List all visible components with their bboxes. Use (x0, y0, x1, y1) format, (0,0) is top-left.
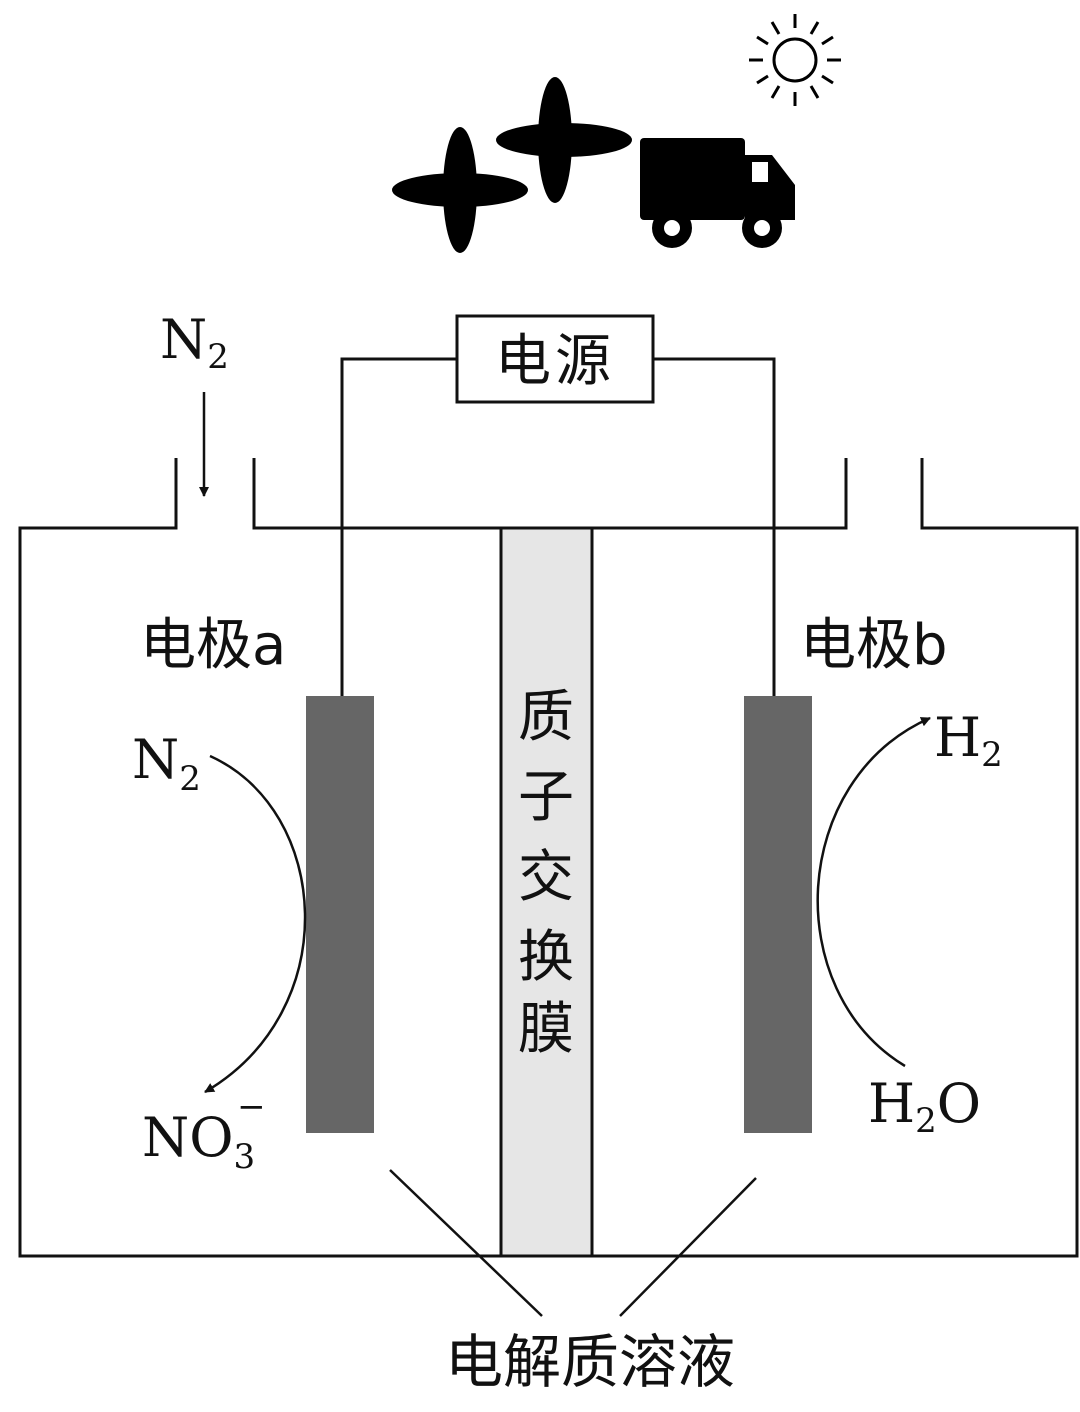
svg-text:膜: 膜 (518, 997, 574, 1062)
wire-left (340, 357, 457, 696)
power-source-box (455, 314, 655, 404)
electrode-a (306, 696, 374, 1133)
svg-text:交: 交 (518, 845, 574, 910)
svg-text:质: 质 (518, 685, 574, 750)
truck-icon (640, 138, 795, 248)
wire-right (653, 357, 776, 696)
membrane-label: 质 子 交 换 膜 (518, 685, 574, 1062)
proton-exchange-membrane (499, 526, 594, 1258)
water-reactant-label: H2O (868, 1072, 981, 1141)
reduction-arrow (816, 716, 931, 1068)
electrode-a-label: 电极a (140, 613, 286, 678)
n2-inlet-label: N2 (160, 308, 229, 377)
power-source-label: 电源 (495, 329, 615, 394)
h2-product-label: H2 (934, 706, 1003, 775)
electrolyte-pointer-right (619, 1177, 757, 1317)
electrolyte-pointer-left (389, 1169, 543, 1317)
n2-reactant-label: N2 (132, 728, 201, 799)
oxidation-arrow (204, 754, 307, 1094)
svg-text:子: 子 (518, 765, 574, 830)
nitrate-product-label: NO3− (142, 1087, 266, 1177)
electrolyte-label: 电解质溶液 (445, 1328, 735, 1396)
wind-turbine-icon (392, 127, 528, 253)
svg-text:换: 换 (518, 925, 574, 990)
sun-icon (749, 14, 841, 106)
electrode-b-label: 电极b (800, 613, 948, 678)
electrode-b (744, 696, 812, 1133)
wind-turbine-icon (496, 77, 632, 203)
